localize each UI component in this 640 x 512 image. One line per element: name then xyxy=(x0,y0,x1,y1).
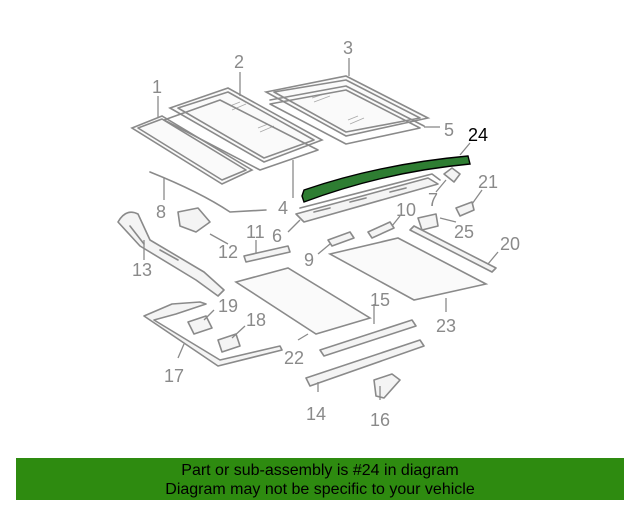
callout-8: 8 xyxy=(156,202,166,222)
part-8-seal xyxy=(149,171,267,213)
part-3-glass-panel xyxy=(263,75,431,137)
callout-12: 12 xyxy=(218,242,238,262)
callout-13: 13 xyxy=(132,260,152,280)
part-17-frame xyxy=(143,301,283,367)
callout-7: 7 xyxy=(428,190,438,210)
callout-3: 3 xyxy=(343,38,353,58)
callout-23: 23 xyxy=(436,316,456,336)
callout-22: 22 xyxy=(284,348,304,368)
callout-4: 4 xyxy=(278,198,288,218)
part-7-clip xyxy=(443,167,461,183)
callout-20: 20 xyxy=(500,234,520,254)
part-21-bracket xyxy=(455,201,475,217)
banner-line-1: Part or sub-assembly is #24 in diagram xyxy=(181,462,459,479)
callout-17: 17 xyxy=(164,366,184,386)
part-10-clip xyxy=(367,221,395,239)
leader-lines xyxy=(143,58,499,400)
callout-16: 16 xyxy=(370,410,390,430)
callout-19: 19 xyxy=(218,296,238,316)
part-24-deflector xyxy=(301,155,471,203)
part-23-sunshade xyxy=(327,237,489,301)
callout-11: 11 xyxy=(246,222,265,242)
part-15-rail xyxy=(319,319,417,357)
part-1-glass-panel xyxy=(130,115,254,185)
part-16-bracket xyxy=(373,373,401,399)
banner-line-2: Diagram may not be specific to your vehi… xyxy=(165,481,475,498)
part-5-frame xyxy=(269,89,421,145)
part-2-glass-panel xyxy=(163,87,324,171)
callout-6: 6 xyxy=(272,226,282,246)
part-13-drain-hose xyxy=(117,211,225,297)
parts-diagram: 1 2 3 4 5 6 7 8 9 10 11 12 13 14 15 16 1… xyxy=(117,38,520,430)
callout-5: 5 xyxy=(444,120,454,140)
part-12-motor xyxy=(177,207,211,233)
part-6-frame-rail xyxy=(295,173,441,223)
part-9-clip xyxy=(327,231,355,247)
callout-9: 9 xyxy=(304,250,314,270)
info-banner: Part or sub-assembly is #24 in diagram D… xyxy=(16,458,624,500)
callout-15: 15 xyxy=(370,290,390,310)
part-19-bracket xyxy=(187,315,213,335)
callout-10: 10 xyxy=(396,200,416,220)
part-22-sunshade xyxy=(234,267,372,335)
callout-1: 1 xyxy=(152,77,162,97)
part-18-bracket xyxy=(217,333,241,353)
part-14-rail xyxy=(305,339,425,387)
part-20-rail xyxy=(409,225,497,273)
callout-14: 14 xyxy=(306,404,326,424)
part-24-shape xyxy=(301,155,471,203)
callout-2: 2 xyxy=(234,52,244,72)
callout-21: 21 xyxy=(478,172,498,192)
part-11-bracket xyxy=(243,245,291,263)
callout-18: 18 xyxy=(246,310,266,330)
callout-25: 25 xyxy=(454,222,474,242)
callout-24: 24 xyxy=(468,125,488,145)
part-25-bracket xyxy=(417,213,439,231)
